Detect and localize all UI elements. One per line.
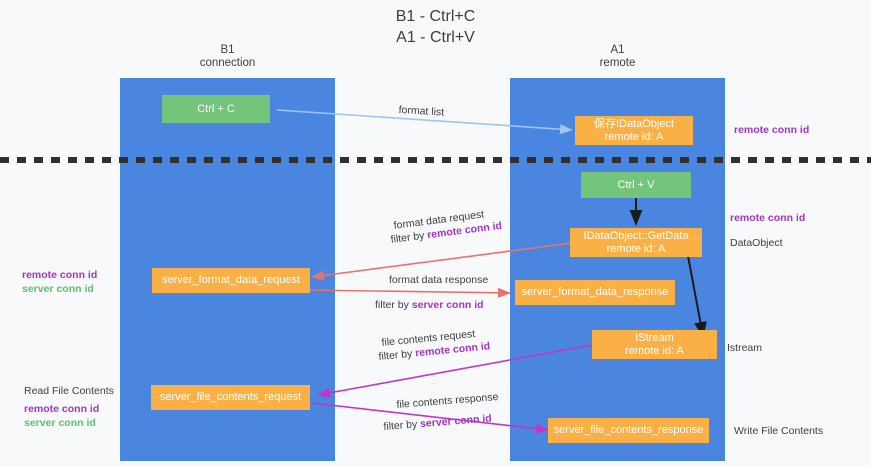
- arrow-file-contents-request: [317, 344, 593, 398]
- lane-header-a1: A1 remote: [599, 44, 636, 69]
- annotation-read-file-contents: Read File Contents: [24, 385, 114, 397]
- annotation-left-remote-conn-id-2: remote conn id: [24, 403, 100, 415]
- section-divider: [0, 157, 871, 163]
- annotation-remote-conn-id-mid: remote conn id: [730, 212, 806, 224]
- filter-prefix: filter by: [378, 347, 416, 363]
- annotation-istream: Istream: [727, 342, 763, 354]
- filter-key-server-conn-id: server conn id: [411, 299, 484, 311]
- arrow-format-list: [276, 109, 573, 135]
- node-ctrl-c[interactable]: Ctrl + C: [162, 95, 270, 123]
- annotation-dataobject: DataObject: [730, 237, 783, 249]
- filter-prefix: filter by: [375, 299, 412, 311]
- annotation-left-remote-conn-id: remote conn id: [22, 269, 98, 281]
- edge-label-format-data-response-filter: filter by server conn id: [375, 299, 484, 312]
- filter-prefix: filter by: [383, 418, 421, 433]
- node-server-format-data-request[interactable]: server_format_data_request: [152, 268, 310, 293]
- annotation-remote-conn-id-top: remote conn id: [734, 124, 810, 136]
- node-server-format-data-response[interactable]: server_format_data_response: [515, 280, 675, 305]
- edge-label-format-list: format list: [398, 104, 445, 119]
- node-idataobject-getdata[interactable]: IDataObject::GetData remote id: A: [570, 228, 702, 257]
- edge-label-format-data-response: format data response: [389, 274, 489, 286]
- annotation-write-file-contents: Write File Contents: [734, 425, 824, 437]
- arrow-getdata-to-istream: [687, 255, 707, 338]
- arrow-format-data-request: [311, 242, 573, 281]
- annotation-left-server-conn-id-2: server conn id: [24, 417, 96, 429]
- page-title: B1 - Ctrl+C A1 - Ctrl+V: [395, 8, 476, 46]
- node-server-file-contents-response[interactable]: server_file_contents_response: [548, 418, 709, 443]
- node-ctrl-v[interactable]: Ctrl + V: [581, 172, 691, 198]
- node-save-idataobject[interactable]: 保存IDataObject remote id: A: [575, 116, 693, 145]
- lane-header-b1: B1 connection: [199, 44, 256, 69]
- arrow-format-data-response: [304, 287, 511, 298]
- annotation-left-server-conn-id: server conn id: [22, 283, 94, 295]
- node-server-file-contents-request[interactable]: server_file_contents_request: [151, 385, 310, 410]
- arrow-file-contents-response: [311, 402, 549, 434]
- node-istream[interactable]: IStream remote id: A: [592, 330, 717, 359]
